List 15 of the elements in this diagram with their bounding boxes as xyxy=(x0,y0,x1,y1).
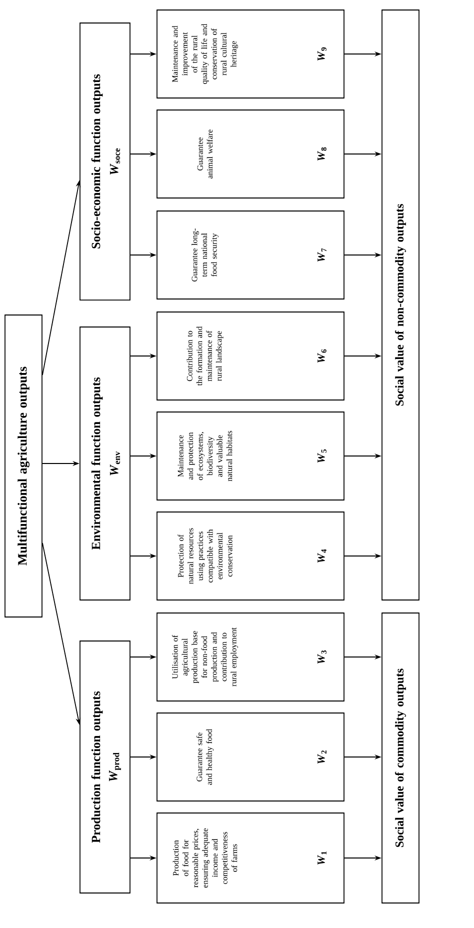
root-box: Multifunctional agriculture outputs xyxy=(4,314,42,618)
output-box: Guarantee safe and healthy food W$_{2}$ xyxy=(156,712,344,802)
output-box: Utilisation of agricultural production base for non-food production and contribution to rural employment W$_{3}$ xyxy=(156,612,344,702)
output-box: Maintenance and improvement of the rural quality of life and conservation of rural cultural heritage W$_{9}$ xyxy=(156,10,344,98)
value-box: Social value of commodity outputs xyxy=(382,612,420,904)
function-box: Production function outputs W$_{prod}$ xyxy=(80,640,130,894)
output-box: Maintenance and protection of ecosystems, biodiversity and valuable natural habitats W$_{5}$ xyxy=(156,412,344,500)
function-box: Socio-economic function outputs W$_{soce}$ xyxy=(80,22,130,300)
output-box: Contribution to the formation and maintenance of rural landscape W$_{6}$ xyxy=(156,312,344,400)
function-box: Environmental function outputs W$_{env}$ xyxy=(80,326,130,600)
output-box: Production of food for reasonable prices, ensuring adequate income and competitiveness of farms W$_{1}$ xyxy=(156,812,344,904)
value-box: Social value of non-commodity outputs xyxy=(382,10,420,600)
output-box: Guarantee long-term national food security W$_{7}$ xyxy=(156,210,344,300)
output-box: Guarantee animal welfare W$_{8}$ xyxy=(156,110,344,198)
output-box: Protection of natural resources using practices compatible with environmental conservation W$_{4}$ xyxy=(156,512,344,600)
